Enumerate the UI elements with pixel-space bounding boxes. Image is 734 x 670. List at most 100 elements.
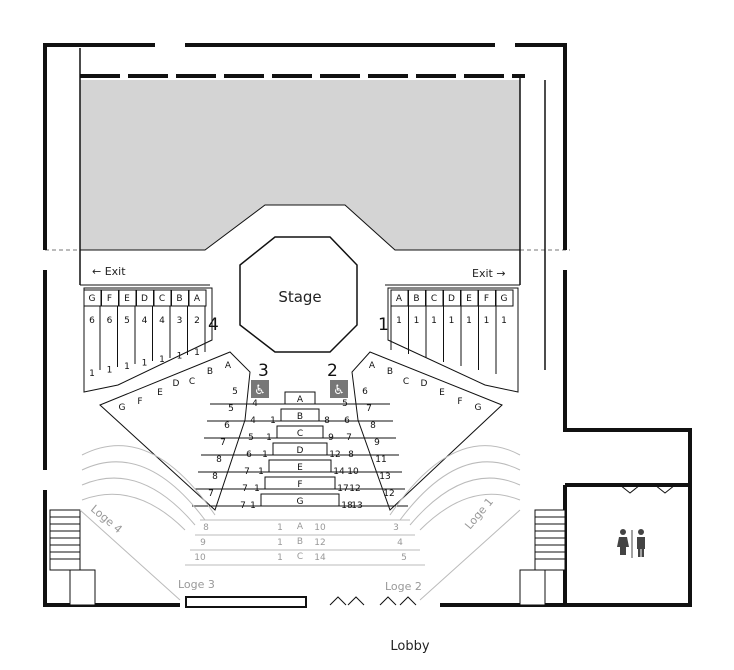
loge-4-label: Loge 4 [88, 502, 125, 536]
row-letter: E [439, 388, 445, 398]
stage-apron [205, 205, 395, 250]
seat-number: 1 [466, 316, 472, 326]
loge-seat-number: 3 [393, 523, 399, 533]
row-letter: B [176, 294, 182, 304]
loge-1-label: Loge 1 [462, 495, 496, 532]
seat-number: 9 [374, 438, 380, 448]
row-letter: B [413, 294, 419, 304]
seat-number: 1 [177, 352, 183, 362]
row-letter: A [194, 294, 201, 304]
row-letter: D [421, 379, 428, 389]
row-letter: D [173, 379, 180, 389]
loge-seat-number: 9 [200, 538, 206, 548]
row-cell[interactable] [495, 289, 514, 307]
row-letter: F [297, 480, 302, 490]
exit-left-label[interactable]: ← Exit [92, 265, 126, 278]
seat-number: 7 [242, 484, 248, 494]
row-letter: E [157, 388, 163, 398]
stairs-left [49, 509, 96, 606]
svg-text:♿: ♿ [333, 383, 345, 398]
seat-number: 6 [107, 316, 113, 326]
loge-seat-number: 1 [277, 553, 283, 563]
seat-number: 13 [351, 501, 362, 511]
loge-row-letter: B [297, 537, 303, 547]
row-letter: A [369, 361, 376, 371]
seat-number: 5 [228, 404, 234, 414]
seat-number: 7 [366, 404, 372, 414]
seat-number: 4 [252, 399, 258, 409]
loge-row-letter: C [297, 552, 303, 562]
seat-number: 10 [347, 467, 359, 477]
loge-seat-number: 4 [397, 538, 403, 548]
exit-right-label[interactable]: Exit → [472, 267, 506, 280]
section-2[interactable] [351, 351, 503, 511]
loge-seat-number: 10 [194, 553, 206, 563]
seat-number: 4 [142, 316, 148, 326]
seat-number: 5 [124, 316, 130, 326]
svg-text:♿: ♿ [254, 383, 266, 398]
row-letter: F [484, 294, 489, 304]
seat-number: 13 [379, 472, 390, 482]
seat-number: 1 [159, 355, 165, 365]
loge-seat-number: 5 [401, 553, 407, 563]
stage-label: Stage [278, 288, 321, 306]
row-letter: G [119, 403, 126, 413]
row-letter: C [297, 429, 303, 439]
seat-number: 1 [124, 362, 130, 372]
seat-number: 12 [383, 489, 394, 499]
seat-number: 8 [216, 455, 222, 465]
stairs-right [519, 509, 566, 606]
loge-seat-number: 1 [277, 523, 283, 533]
row-cell[interactable] [188, 289, 207, 307]
wheelchair-icon: ♿ [251, 380, 269, 398]
row-letter: E [124, 294, 130, 304]
seat-number: 1 [414, 316, 420, 326]
loge-seat-number: 14 [314, 553, 326, 563]
row-letter: C [189, 377, 195, 387]
seat-number: 4 [250, 416, 256, 426]
seat-number: 5 [342, 399, 348, 409]
seat-number: 1 [449, 316, 455, 326]
loge-row-letter: A [297, 522, 304, 532]
lobby-door-left[interactable] [185, 596, 307, 608]
seat-number: 1 [396, 316, 402, 326]
loge-seat-number: 8 [203, 523, 209, 533]
loge-3-label: Loge 3 [178, 578, 215, 591]
seat-number: 7 [208, 489, 214, 499]
seat-number: 8 [370, 421, 376, 431]
wheelchair-icon: ♿ [330, 380, 348, 398]
section-1-label: 1 [378, 315, 389, 335]
row-letter: B [297, 412, 303, 422]
row-letter: G [89, 294, 96, 304]
row-letter: A [225, 361, 232, 371]
row-letter: C [403, 377, 409, 387]
seat-number: 1 [107, 366, 113, 376]
row-letter: E [466, 294, 472, 304]
row-letter: F [137, 397, 142, 407]
seat-number: 7 [244, 467, 250, 477]
section-3-label: 3 [258, 361, 269, 381]
seat-number: 1 [89, 369, 95, 379]
section-3[interactable] [99, 351, 251, 511]
loge-2-label: Loge 2 [385, 580, 422, 593]
seat-number: 5 [248, 433, 254, 443]
row-letter: A [396, 294, 403, 304]
row-letter: C [159, 294, 165, 304]
row-letter: C [431, 294, 437, 304]
seat-number: 6 [362, 387, 368, 397]
loge-seat-number: 1 [277, 538, 283, 548]
seat-number: 12 [349, 484, 360, 494]
seat-number: 8 [212, 472, 218, 482]
loge-seat-number: 12 [314, 538, 325, 548]
row-letter: F [107, 294, 112, 304]
seat-number: 7 [240, 501, 246, 511]
row-letter: E [297, 463, 303, 473]
restroom-icon [617, 529, 645, 558]
row-letter: D [141, 294, 148, 304]
seat-number: 1 [501, 316, 507, 326]
